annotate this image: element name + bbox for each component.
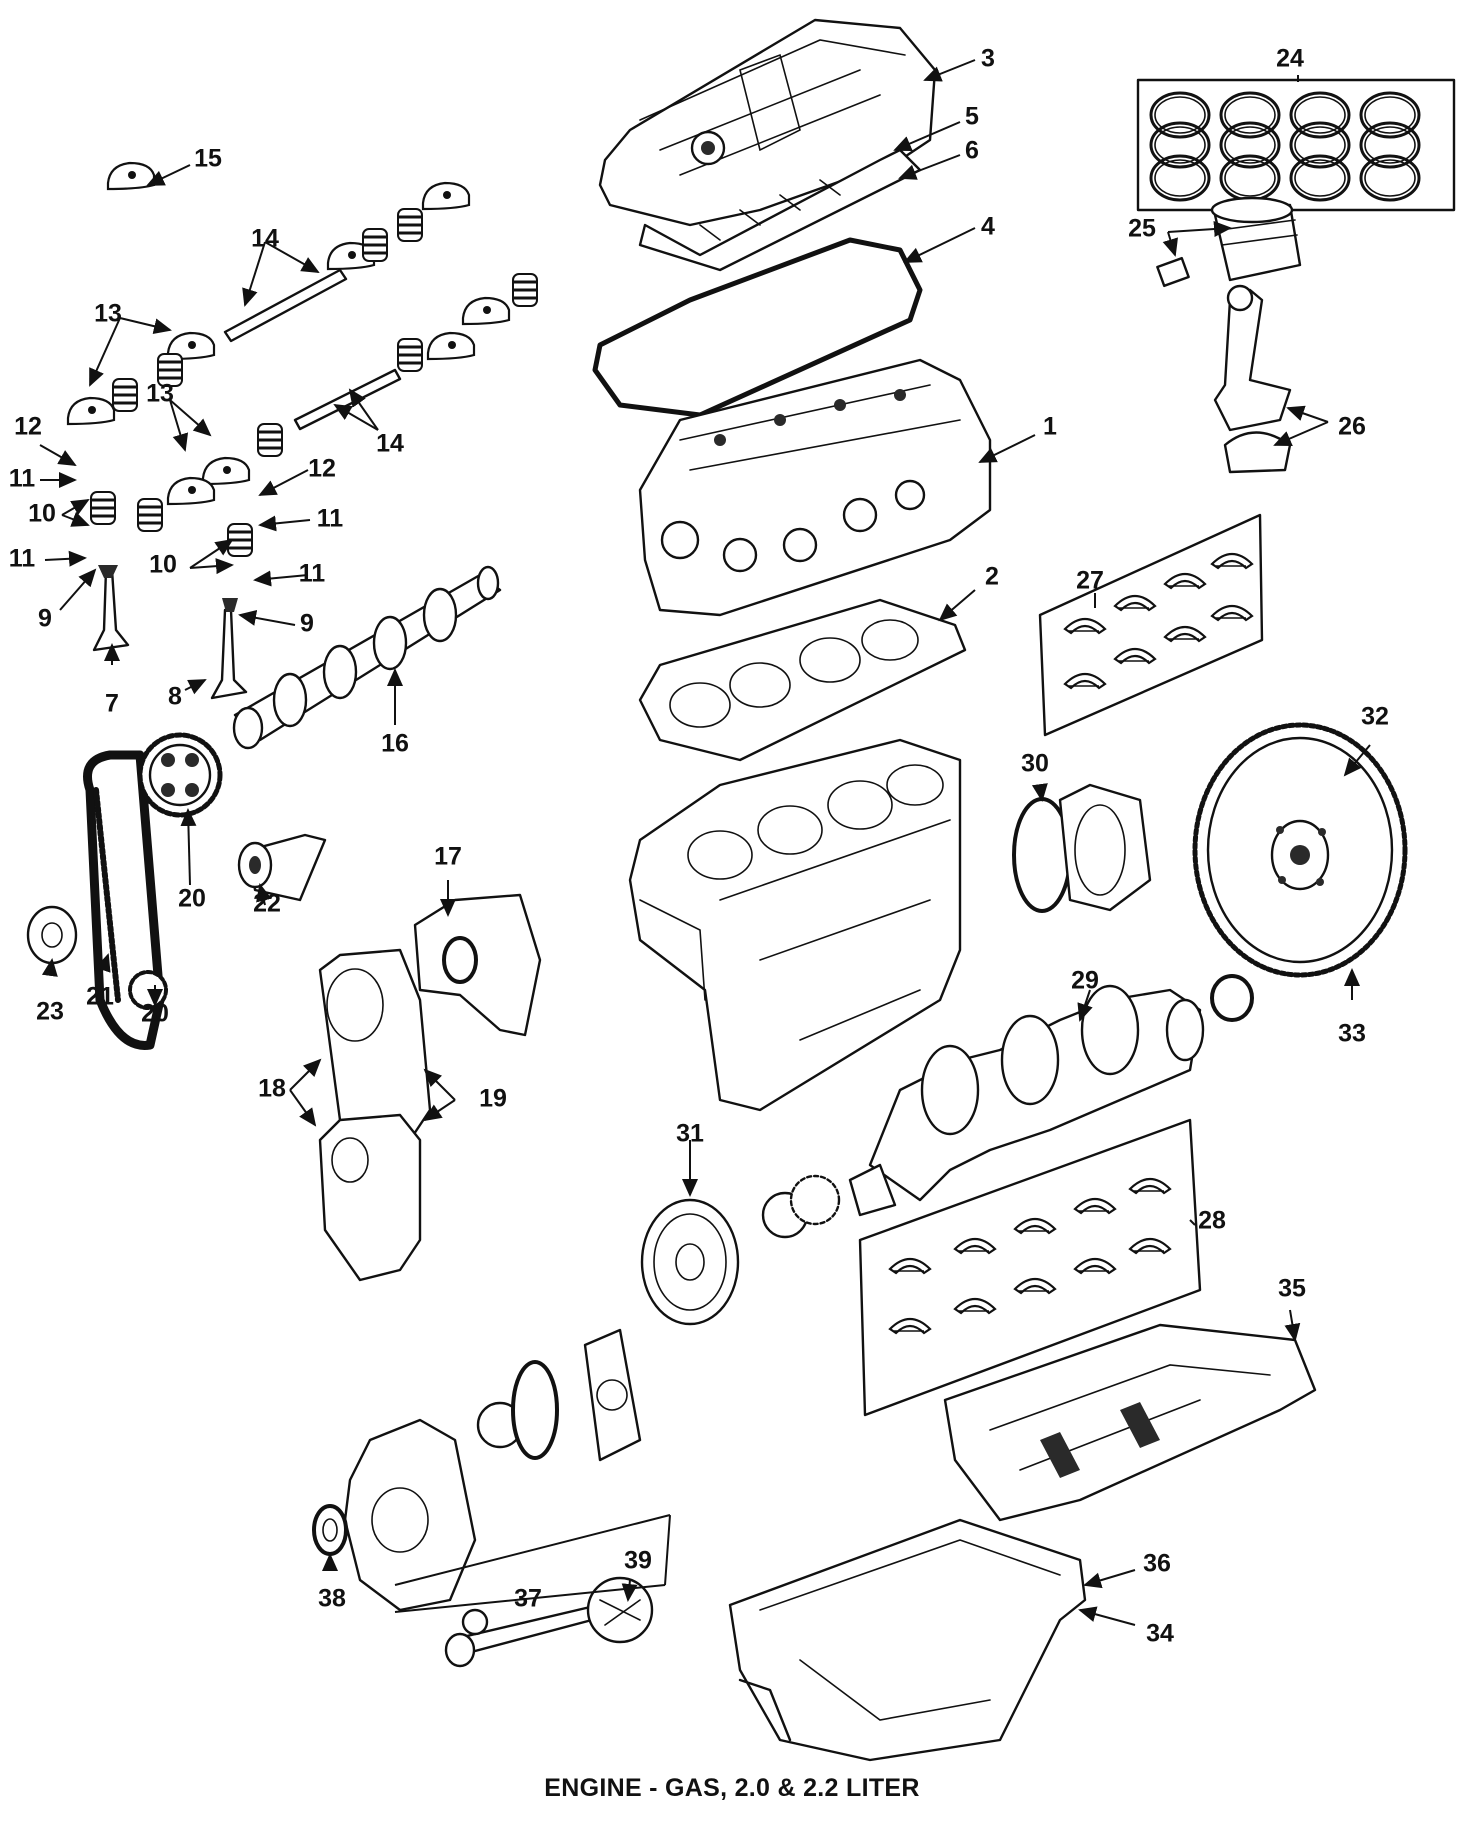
callout-8: 8 — [168, 683, 182, 711]
callout-21: 21 — [86, 983, 114, 1011]
callout-13a: 13 — [94, 300, 122, 328]
callout-15: 15 — [194, 145, 222, 173]
callout-27: 27 — [1076, 567, 1104, 595]
callout-11b: 11 — [9, 545, 36, 573]
callout-9b: 9 — [300, 610, 314, 638]
callout-16: 16 — [381, 730, 409, 758]
callout-14a: 14 — [251, 225, 279, 253]
cylinder-head — [638, 358, 992, 617]
crank-pulley — [640, 1174, 841, 1326]
callout-2: 2 — [985, 563, 999, 591]
cover-gasket — [638, 148, 922, 272]
rocker-shafts — [223, 268, 402, 431]
callout-33: 33 — [1338, 1020, 1366, 1048]
callout-20a: 20 — [178, 885, 206, 913]
front-cover-oil-pump — [343, 1328, 642, 1612]
callout-36: 36 — [1143, 1550, 1171, 1578]
diagram-caption: ENGINE - GAS, 2.0 & 2.2 LITER — [544, 1774, 920, 1802]
rocker-arms — [66, 161, 511, 506]
callout-10b: 10 — [149, 551, 177, 579]
belt-tensioner — [237, 833, 327, 902]
callout-31: 31 — [676, 1120, 704, 1148]
callout-18: 18 — [258, 1075, 286, 1103]
callout-24: 24 — [1276, 45, 1304, 73]
callout-7: 7 — [105, 690, 119, 718]
piston-ring-set — [1136, 78, 1456, 212]
callout-5: 5 — [965, 103, 979, 131]
main-bearing-set — [858, 1118, 1202, 1417]
front-seal — [312, 1504, 348, 1556]
crankshaft — [848, 974, 1254, 1217]
timing-covers — [318, 893, 542, 1282]
callout-20b: 20 — [141, 1000, 169, 1028]
callout-34: 34 — [1146, 1620, 1174, 1648]
upper-oil-pan — [943, 1323, 1317, 1522]
callout-6: 6 — [965, 137, 979, 165]
valve-cover — [598, 18, 937, 227]
callout-3: 3 — [981, 45, 995, 73]
callout-25: 25 — [1128, 215, 1156, 243]
callout-29: 29 — [1071, 967, 1099, 995]
engine-block — [628, 738, 962, 1112]
callout-numbers: 1 2 3 4 5 6 7 8 9 9 10 10 11 11 11 11 12… — [9, 45, 1389, 1648]
camshaft — [232, 565, 502, 750]
callout-23: 23 — [36, 998, 64, 1026]
callout-11a: 11 — [9, 465, 36, 493]
callout-12b: 12 — [308, 455, 336, 483]
oil-pan — [728, 1518, 1087, 1762]
piston — [1156, 196, 1302, 288]
callout-28: 28 — [1198, 1207, 1226, 1235]
upper-bearing-set — [1038, 513, 1264, 737]
callout-10a: 10 — [28, 500, 56, 528]
callout-39: 39 — [624, 1547, 652, 1575]
callout-37: 37 — [514, 1585, 542, 1613]
callout-11d: 11 — [299, 560, 326, 588]
callout-32: 32 — [1361, 703, 1389, 731]
callout-11c: 11 — [317, 505, 344, 533]
callout-38: 38 — [318, 1585, 346, 1613]
callout-12a: 12 — [14, 413, 42, 441]
callout-22: 22 — [253, 890, 281, 918]
callout-14b: 14 — [376, 430, 404, 458]
callout-13b: 13 — [146, 380, 174, 408]
rear-seal-housing — [1012, 783, 1152, 913]
flywheel — [1192, 722, 1408, 978]
valves — [92, 565, 248, 700]
callout-30: 30 — [1021, 750, 1049, 778]
callout-26: 26 — [1338, 413, 1366, 441]
leader-lines — [39, 59, 1371, 1626]
head-cover-seal — [592, 237, 923, 418]
callout-4: 4 — [981, 213, 995, 241]
oil-pickup — [444, 1576, 654, 1668]
callout-1: 1 — [1043, 413, 1057, 441]
callout-9a: 9 — [38, 605, 52, 633]
callout-35: 35 — [1278, 1275, 1306, 1303]
head-gasket — [638, 598, 967, 762]
callout-17: 17 — [434, 843, 462, 871]
callout-19: 19 — [479, 1085, 507, 1113]
